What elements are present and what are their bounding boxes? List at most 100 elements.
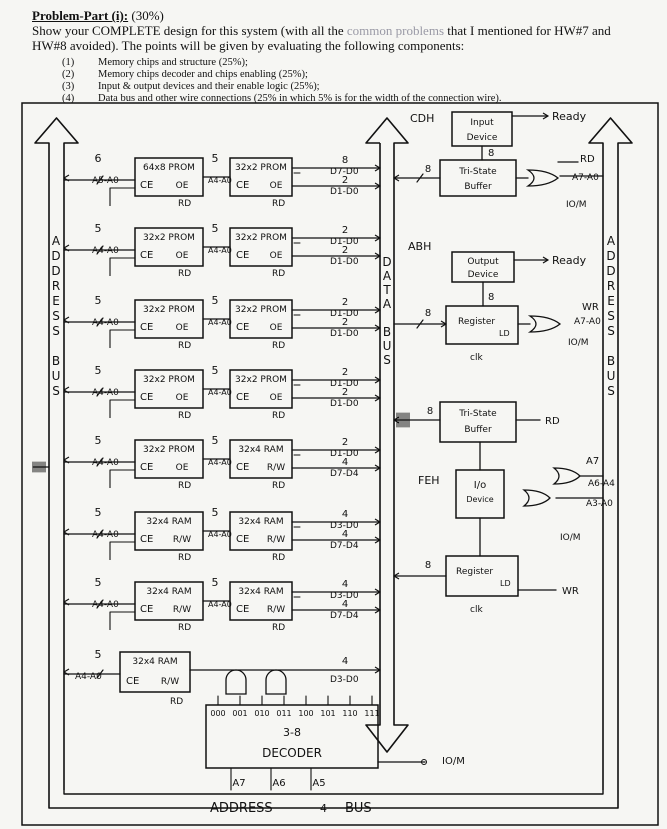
abh-label: ABH: [408, 240, 431, 253]
read-signal: RD: [178, 269, 191, 279]
io-device-label: I/o: [474, 480, 486, 491]
bus-width-number: 8: [425, 164, 431, 175]
cdh-label: CDH: [410, 112, 434, 125]
input-device-label: Device: [467, 133, 498, 143]
and-gate: [225, 669, 247, 695]
read-write-pin: R/W: [173, 535, 191, 545]
output-enable-pin: OE: [270, 393, 283, 403]
bus-width-number: 8: [425, 308, 431, 319]
instructions-line-1a: Show your COMPLETE design for this syste…: [32, 23, 344, 38]
chip-enable-pin: CE: [236, 392, 249, 403]
memory-chip-label: 32x4 RAM: [132, 657, 177, 667]
bus-width-number: 4: [342, 656, 348, 667]
right-bus-letter: E: [607, 294, 615, 308]
arrow-head: [374, 252, 381, 260]
data-bus-letter: U: [383, 339, 392, 353]
memory-chip-label: 32x2 PROM: [143, 233, 195, 243]
problem-title: Problem-Part (i):: [32, 8, 129, 23]
address-range-label: A4-A0: [208, 388, 232, 397]
address-range-label: A4-A0: [92, 600, 119, 610]
bus-width-number: 2: [342, 367, 348, 378]
left-bus-letter: B: [52, 354, 60, 368]
right-bus-letter: A: [607, 234, 616, 248]
chip-enable-pin: CE: [140, 462, 153, 473]
chip-enable-pin: CE: [236, 322, 249, 333]
io-device-box: [455, 469, 505, 519]
read-signal: RD: [272, 341, 285, 351]
bottom-bus-width: 4: [320, 802, 327, 815]
a7-a0-label: A7-A0: [574, 317, 601, 327]
memory-chip-label: 32x4 RAM: [238, 517, 283, 527]
bus-width-slash: [416, 319, 424, 329]
io-m-label: IO/M: [560, 533, 581, 543]
memory-chip-label: 32x4 RAM: [238, 445, 283, 455]
arrow-head: [374, 324, 381, 332]
address-tap-arrow: [63, 598, 70, 606]
or-gate: [525, 169, 560, 187]
chip-enable-pin: CE: [140, 322, 153, 333]
chip-enable-wire: [109, 257, 135, 276]
address-range-label: A4-A0: [208, 246, 232, 255]
data-range-label: D3-D0: [330, 591, 359, 601]
load-label: LD: [499, 329, 510, 338]
left-bus-letter: A: [52, 234, 61, 248]
data-bus-letter: A: [383, 297, 392, 311]
memory-chip-label: 32x2 PROM: [235, 375, 287, 385]
drawing-border: [21, 102, 659, 826]
memory-chip-label: 32x2 PROM: [143, 445, 195, 455]
right-bus-letter: B: [607, 354, 615, 368]
output-enable-pin: OE: [176, 323, 189, 333]
right-bus-letter: S: [607, 309, 615, 323]
arrow-head: [440, 320, 447, 328]
output-enable-pin: OE: [176, 181, 189, 191]
read-signal: RD: [178, 199, 191, 209]
right-bus-letter: D: [606, 249, 615, 263]
bus-width-slash: [96, 599, 104, 609]
read-write-pin: R/W: [173, 605, 191, 615]
bottom-address-bus: [48, 790, 619, 809]
bus-width-number: 5: [212, 364, 219, 377]
bus-width-number: 5: [95, 648, 102, 661]
bottom-bus-label: ADDRESS: [210, 801, 273, 816]
left-bus-letter: E: [52, 294, 60, 308]
bus-width-number: 5: [212, 152, 219, 165]
bus-width-number: 8: [488, 148, 494, 159]
read-signal: RD: [272, 199, 285, 209]
address-range-label: A5-A0: [92, 176, 119, 186]
arrow-head: [393, 572, 400, 580]
a7-a0-label: A7-A0: [572, 173, 599, 183]
left-address-bus: [34, 117, 79, 790]
memory-chip-label: 32x2 PROM: [143, 375, 195, 385]
memory-chip-label: 32x4 RAM: [146, 587, 191, 597]
tristate-buffer-label: Buffer: [464, 425, 492, 435]
read-write-pin: R/W: [267, 535, 285, 545]
problem-header: Problem-Part (i): (30%) Show your COMPLE…: [32, 8, 657, 53]
data-range-label: D7-D4: [330, 469, 359, 479]
right-address-bus: [588, 117, 633, 790]
data-bus-letter: B: [383, 325, 391, 339]
decoder-label: DECODER: [262, 746, 322, 760]
decoder-name: 3-8: [283, 726, 301, 739]
rd-label: RD: [580, 154, 595, 165]
chip-enable-pin: CE: [140, 392, 153, 403]
chip-enable-pin: CE: [140, 180, 153, 191]
read-signal: RD: [272, 269, 285, 279]
chip-enable-pin: CE: [140, 604, 153, 615]
data-range-label: D1-D0: [330, 399, 359, 409]
address-range-label: A4-A0: [92, 388, 119, 398]
chip-enable-pin: CE: [236, 250, 249, 261]
arrow-head: [374, 588, 381, 596]
read-signal: RD: [178, 481, 191, 491]
decoder-box: [205, 704, 379, 769]
read-signal: RD: [272, 623, 285, 633]
arrow-head: [374, 234, 381, 242]
problem-points: (30%): [131, 8, 164, 23]
read-signal: RD: [178, 623, 191, 633]
decoder-output-label: 111: [364, 709, 379, 718]
bus-width-number: 8: [425, 560, 431, 571]
address-tap-arrow: [63, 528, 70, 536]
memory-chip-label: 32x2 PROM: [143, 305, 195, 315]
a7-label: A7: [586, 456, 599, 467]
